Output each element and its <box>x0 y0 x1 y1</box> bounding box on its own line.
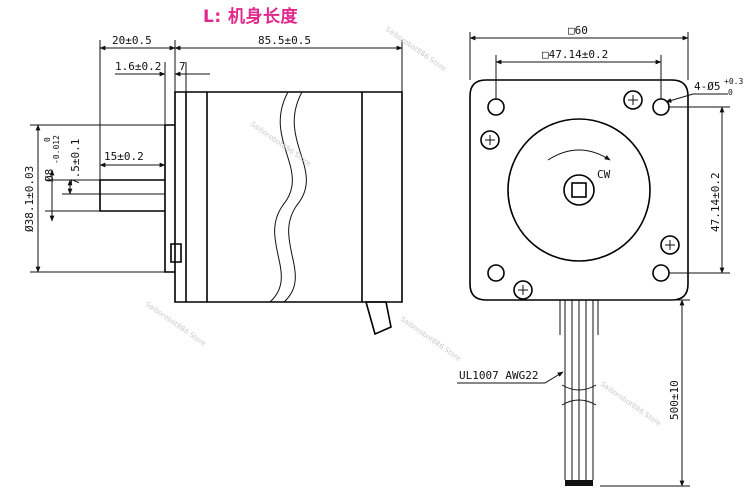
watermark: Saiborobot886 Store <box>384 25 448 73</box>
dim-holes: 4-Ø5 <box>694 80 721 93</box>
lead-wires <box>559 300 599 486</box>
break-line-right <box>283 91 307 303</box>
dim-flat-length: 15±0.2 <box>104 150 144 163</box>
dim-boss-thickness: 1.6±0.2 <box>115 60 161 73</box>
shaft <box>99 179 165 212</box>
dim-shaft-tol-upper: 0 <box>43 137 52 142</box>
hole-top-left <box>487 98 505 116</box>
dim-square: □60 <box>568 24 588 37</box>
watermarks: Saiborobot886 Store Saiborobot886 Store … <box>144 25 663 428</box>
side-view: 20±0.5 85.5±0.5 1.6±0.2 7 15±0.2 Ø38.1±0… <box>23 34 403 336</box>
dim-shaft-tol-lower: -0.012 <box>52 135 61 164</box>
dim-holes-tol-lower: 0 <box>728 88 733 97</box>
dim-bolt-vertical: 47.14±0.2 <box>709 172 722 232</box>
dim-flange: 20±0.5 <box>112 34 152 47</box>
front-view: CW □60 □47.14±0.2 4-Ø5 <box>457 24 743 487</box>
wire-label: UL1007 AWG22 <box>459 369 538 382</box>
rotation-label: CW <box>597 168 611 181</box>
shaft-circle <box>563 174 595 206</box>
dim-body: 85.5±0.5 <box>258 34 311 47</box>
body-outline <box>174 91 403 303</box>
dim-boss-dia: Ø38.1±0.03 <box>23 166 36 232</box>
gland <box>170 243 182 263</box>
dim-wire-length: 500±10 <box>668 380 681 420</box>
screw-top-left <box>480 130 500 150</box>
screw-bottom-left <box>513 280 533 300</box>
drawing-title: L: 机身长度 <box>203 7 299 27</box>
dim-flat: 7.5±0.1 <box>69 139 82 185</box>
shaft-flat <box>571 182 587 198</box>
break-line-left <box>269 91 293 303</box>
lead-exit <box>364 301 392 336</box>
dim-bolt-square: □47.14±0.2 <box>542 48 608 61</box>
dim-shaft-dia: Ø8 <box>43 169 56 182</box>
boss-circle <box>507 118 651 262</box>
rotation-arrow <box>547 149 611 161</box>
watermark: Saiborobot886 Store <box>599 380 663 428</box>
boss <box>164 124 175 273</box>
watermark: Saiborobot886 Store <box>144 300 208 348</box>
screw-top-right <box>623 90 643 110</box>
dim-holes-tol-upper: +0.3 <box>724 77 743 86</box>
hole-bottom-left <box>487 264 505 282</box>
dim-flange-thickness: 7 <box>179 60 186 73</box>
hole-bottom-right <box>652 264 670 282</box>
screw-bottom-right <box>660 235 680 255</box>
watermark: Saiborobot886 Store <box>399 315 463 363</box>
